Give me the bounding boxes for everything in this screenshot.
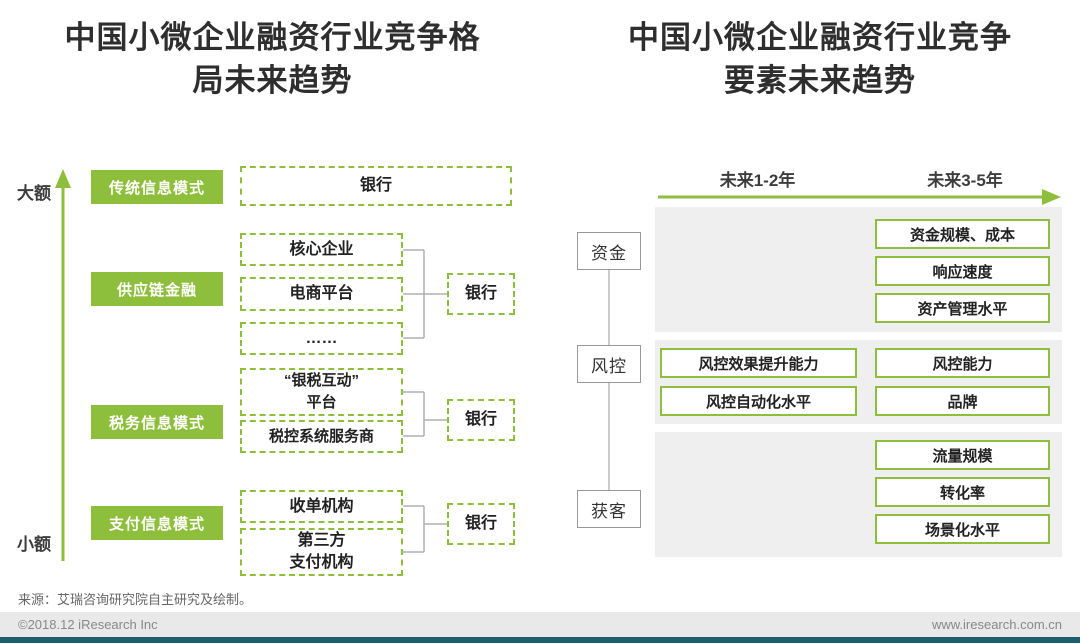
mode-label-tax: 税务信息模式 <box>91 405 223 439</box>
copyright-text: ©2018.12 iResearch Inc <box>18 617 158 632</box>
factor-box-funding: 资金 <box>577 232 641 270</box>
axis-top-label: 大额 <box>17 184 51 203</box>
box-bank-traditional: 银行 <box>240 166 512 206</box>
timeline-arrowhead-icon <box>1042 189 1061 205</box>
mode-label-payment: 支付信息模式 <box>91 506 223 540</box>
mode-label-supply-chain: 供应链金融 <box>91 272 223 306</box>
box-asset-management: 资产管理水平 <box>875 293 1050 323</box>
box-response-speed: 响应速度 <box>875 256 1050 286</box>
box-traffic-scale: 流量规模 <box>875 440 1050 470</box>
box-tax-system-provider: 税控系统服务商 <box>240 420 403 453</box>
box-bank-tax-platform: “银税互动” 平台 <box>240 368 403 416</box>
connector-payment <box>403 505 447 553</box>
box-conversion-rate: 转化率 <box>875 477 1050 507</box>
website-text: www.iresearch.com.cn <box>931 617 1062 632</box>
y-axis-arrowhead-icon <box>55 169 71 188</box>
left-chart-title: 中国小微企业融资行业竞争格 局未来趋势 <box>64 20 481 98</box>
box-risk-automation: 风控自动化水平 <box>660 386 857 416</box>
axis-bottom-label: 小额 <box>17 535 51 554</box>
box-ecommerce-platform: 电商平台 <box>240 277 403 311</box>
box-bank-payment: 银行 <box>447 503 515 545</box>
mode-label-traditional: 传统信息模式 <box>91 170 223 204</box>
box-bank-supply: 银行 <box>447 273 515 315</box>
factor-box-acquisition: 获客 <box>577 490 641 528</box>
box-core-enterprise: 核心企业 <box>240 233 403 266</box>
box-acquirer: 收单机构 <box>240 490 403 523</box>
factor-box-risk: 风控 <box>577 345 641 383</box>
footer-bar: ©2018.12 iResearch Inc www.iresearch.com… <box>0 612 1080 637</box>
box-funding-scale-cost: 资金规模、成本 <box>875 219 1050 249</box>
connector-supply-chain <box>403 249 447 339</box>
timeline-near-label: 未来1-2年 <box>719 171 796 190</box>
box-risk-capability: 风控能力 <box>875 348 1050 378</box>
box-bank-tax: 银行 <box>447 399 515 441</box>
box-scenario-level: 场景化水平 <box>875 514 1050 544</box>
timeline-far-label: 未来3-5年 <box>927 171 1003 190</box>
connector-tax <box>403 391 447 437</box>
box-third-party-payment: 第三方 支付机构 <box>240 528 403 576</box>
box-risk-improvement: 风控效果提升能力 <box>660 348 857 378</box>
box-ellipsis: …… <box>240 322 403 355</box>
box-brand: 品牌 <box>875 386 1050 416</box>
right-chart-title: 中国小微企业融资行业竞争 要素未来趋势 <box>628 20 1012 98</box>
source-note: 来源：艾瑞咨询研究院自主研究及绘制。 <box>18 592 253 607</box>
footer-accent-strip <box>0 637 1080 643</box>
